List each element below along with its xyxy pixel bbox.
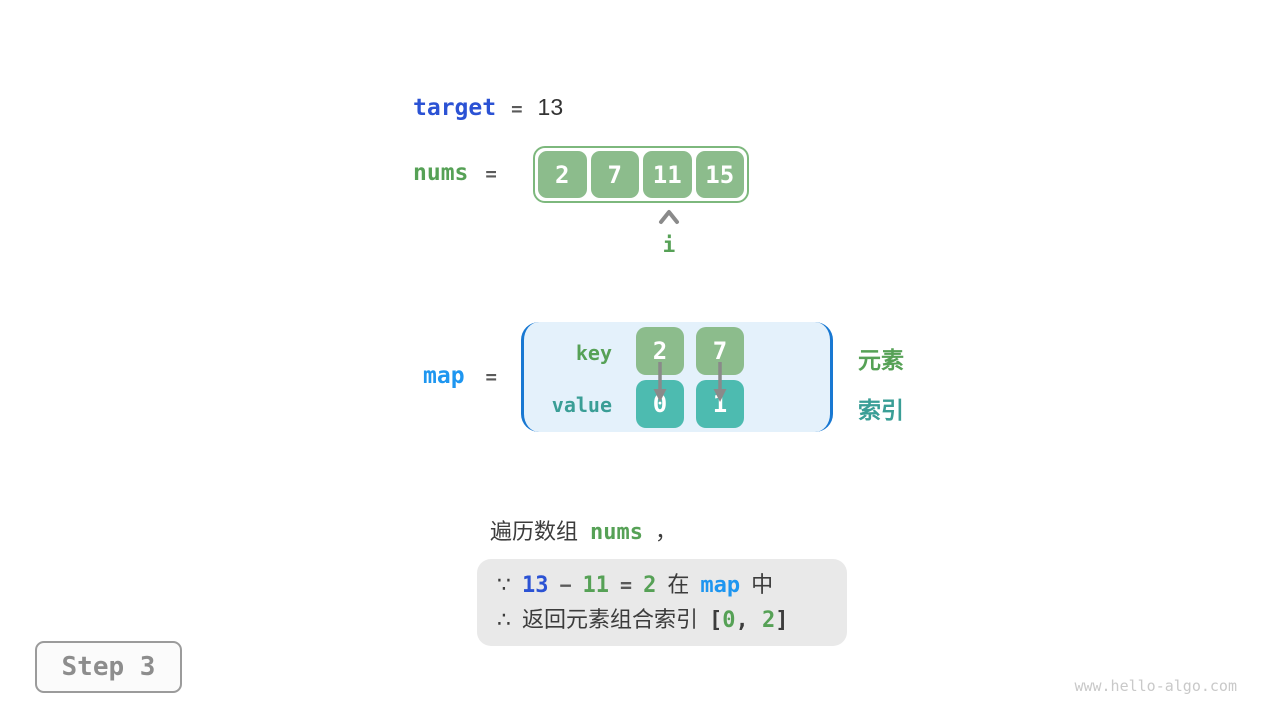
bracket-open: [ bbox=[709, 608, 723, 633]
caption-prefix: 遍历数组 bbox=[490, 519, 579, 544]
result-index-pair: [0, 2] bbox=[709, 603, 789, 638]
nums-equals-sign: = bbox=[485, 163, 497, 185]
target-line: target = 13 bbox=[413, 94, 563, 121]
current-value-ref: 11 bbox=[582, 573, 610, 598]
conclusion-text: 返回元素组合索引 bbox=[522, 607, 699, 632]
equals-sign: = bbox=[620, 573, 633, 597]
because-symbol: ∵ bbox=[497, 572, 511, 597]
array-cell: 2 bbox=[538, 151, 587, 198]
caption-line: 遍历数组 nums ， bbox=[490, 514, 677, 546]
map-keyword: map bbox=[423, 363, 465, 389]
therefore-symbol: ∴ bbox=[497, 607, 511, 632]
zhong-word: 中 bbox=[751, 572, 774, 597]
target-value-ref: 13 bbox=[522, 573, 549, 598]
array-cell: 7 bbox=[590, 151, 639, 198]
step-badge-label: Step 3 bbox=[61, 652, 156, 682]
conclusion-line-1: ∵ 13 − 11 = 2 在 map 中 bbox=[497, 568, 847, 603]
arrow-down-icon bbox=[713, 362, 727, 402]
in-word: 在 bbox=[667, 572, 690, 597]
map-value-row-label: value bbox=[551, 393, 612, 417]
result-index-b: 2 bbox=[762, 608, 776, 633]
chevron-up-icon bbox=[659, 210, 679, 224]
index-comma: , bbox=[735, 608, 763, 633]
map-line: map = bbox=[423, 363, 497, 389]
element-side-label: 元素 bbox=[858, 347, 904, 373]
map-ref: map bbox=[700, 573, 741, 598]
array-cell: 11 bbox=[643, 151, 692, 198]
map-value-cell: 0 bbox=[636, 380, 684, 428]
bracket-close: ] bbox=[775, 608, 789, 633]
arrow-down-icon bbox=[653, 362, 667, 402]
caption-comma: ， bbox=[655, 519, 678, 544]
result-index-a: 0 bbox=[722, 608, 736, 633]
map-value-cell: 1 bbox=[696, 380, 744, 428]
target-value: 13 bbox=[537, 94, 564, 120]
map-key-row-label: key bbox=[575, 341, 612, 365]
watermark: www.hello-algo.com bbox=[1074, 677, 1237, 695]
target-keyword: target bbox=[413, 95, 497, 121]
target-equals-sign: = bbox=[511, 98, 523, 120]
nums-keyword: nums bbox=[413, 160, 469, 186]
index-pointer-label: i bbox=[662, 233, 676, 257]
difference-value: 2 bbox=[643, 573, 657, 598]
array-cell: 15 bbox=[695, 151, 744, 198]
nums-array: 2 7 11 15 bbox=[533, 146, 749, 203]
map-equals-sign: = bbox=[485, 366, 497, 388]
caption-nums-code: nums bbox=[590, 520, 643, 545]
map-container: key value 2 7 0 1 bbox=[521, 322, 833, 432]
nums-line: nums = bbox=[413, 160, 497, 186]
minus-sign: − bbox=[559, 573, 572, 597]
index-side-label: 索引 bbox=[858, 397, 904, 423]
conclusion-line-2: ∴ 返回元素组合索引 [0, 2] bbox=[497, 603, 847, 638]
conclusion-box: ∵ 13 − 11 = 2 在 map 中 ∴ 返回元素组合索引 [0, 2] bbox=[477, 559, 847, 646]
step-badge: Step 3 bbox=[35, 641, 182, 693]
